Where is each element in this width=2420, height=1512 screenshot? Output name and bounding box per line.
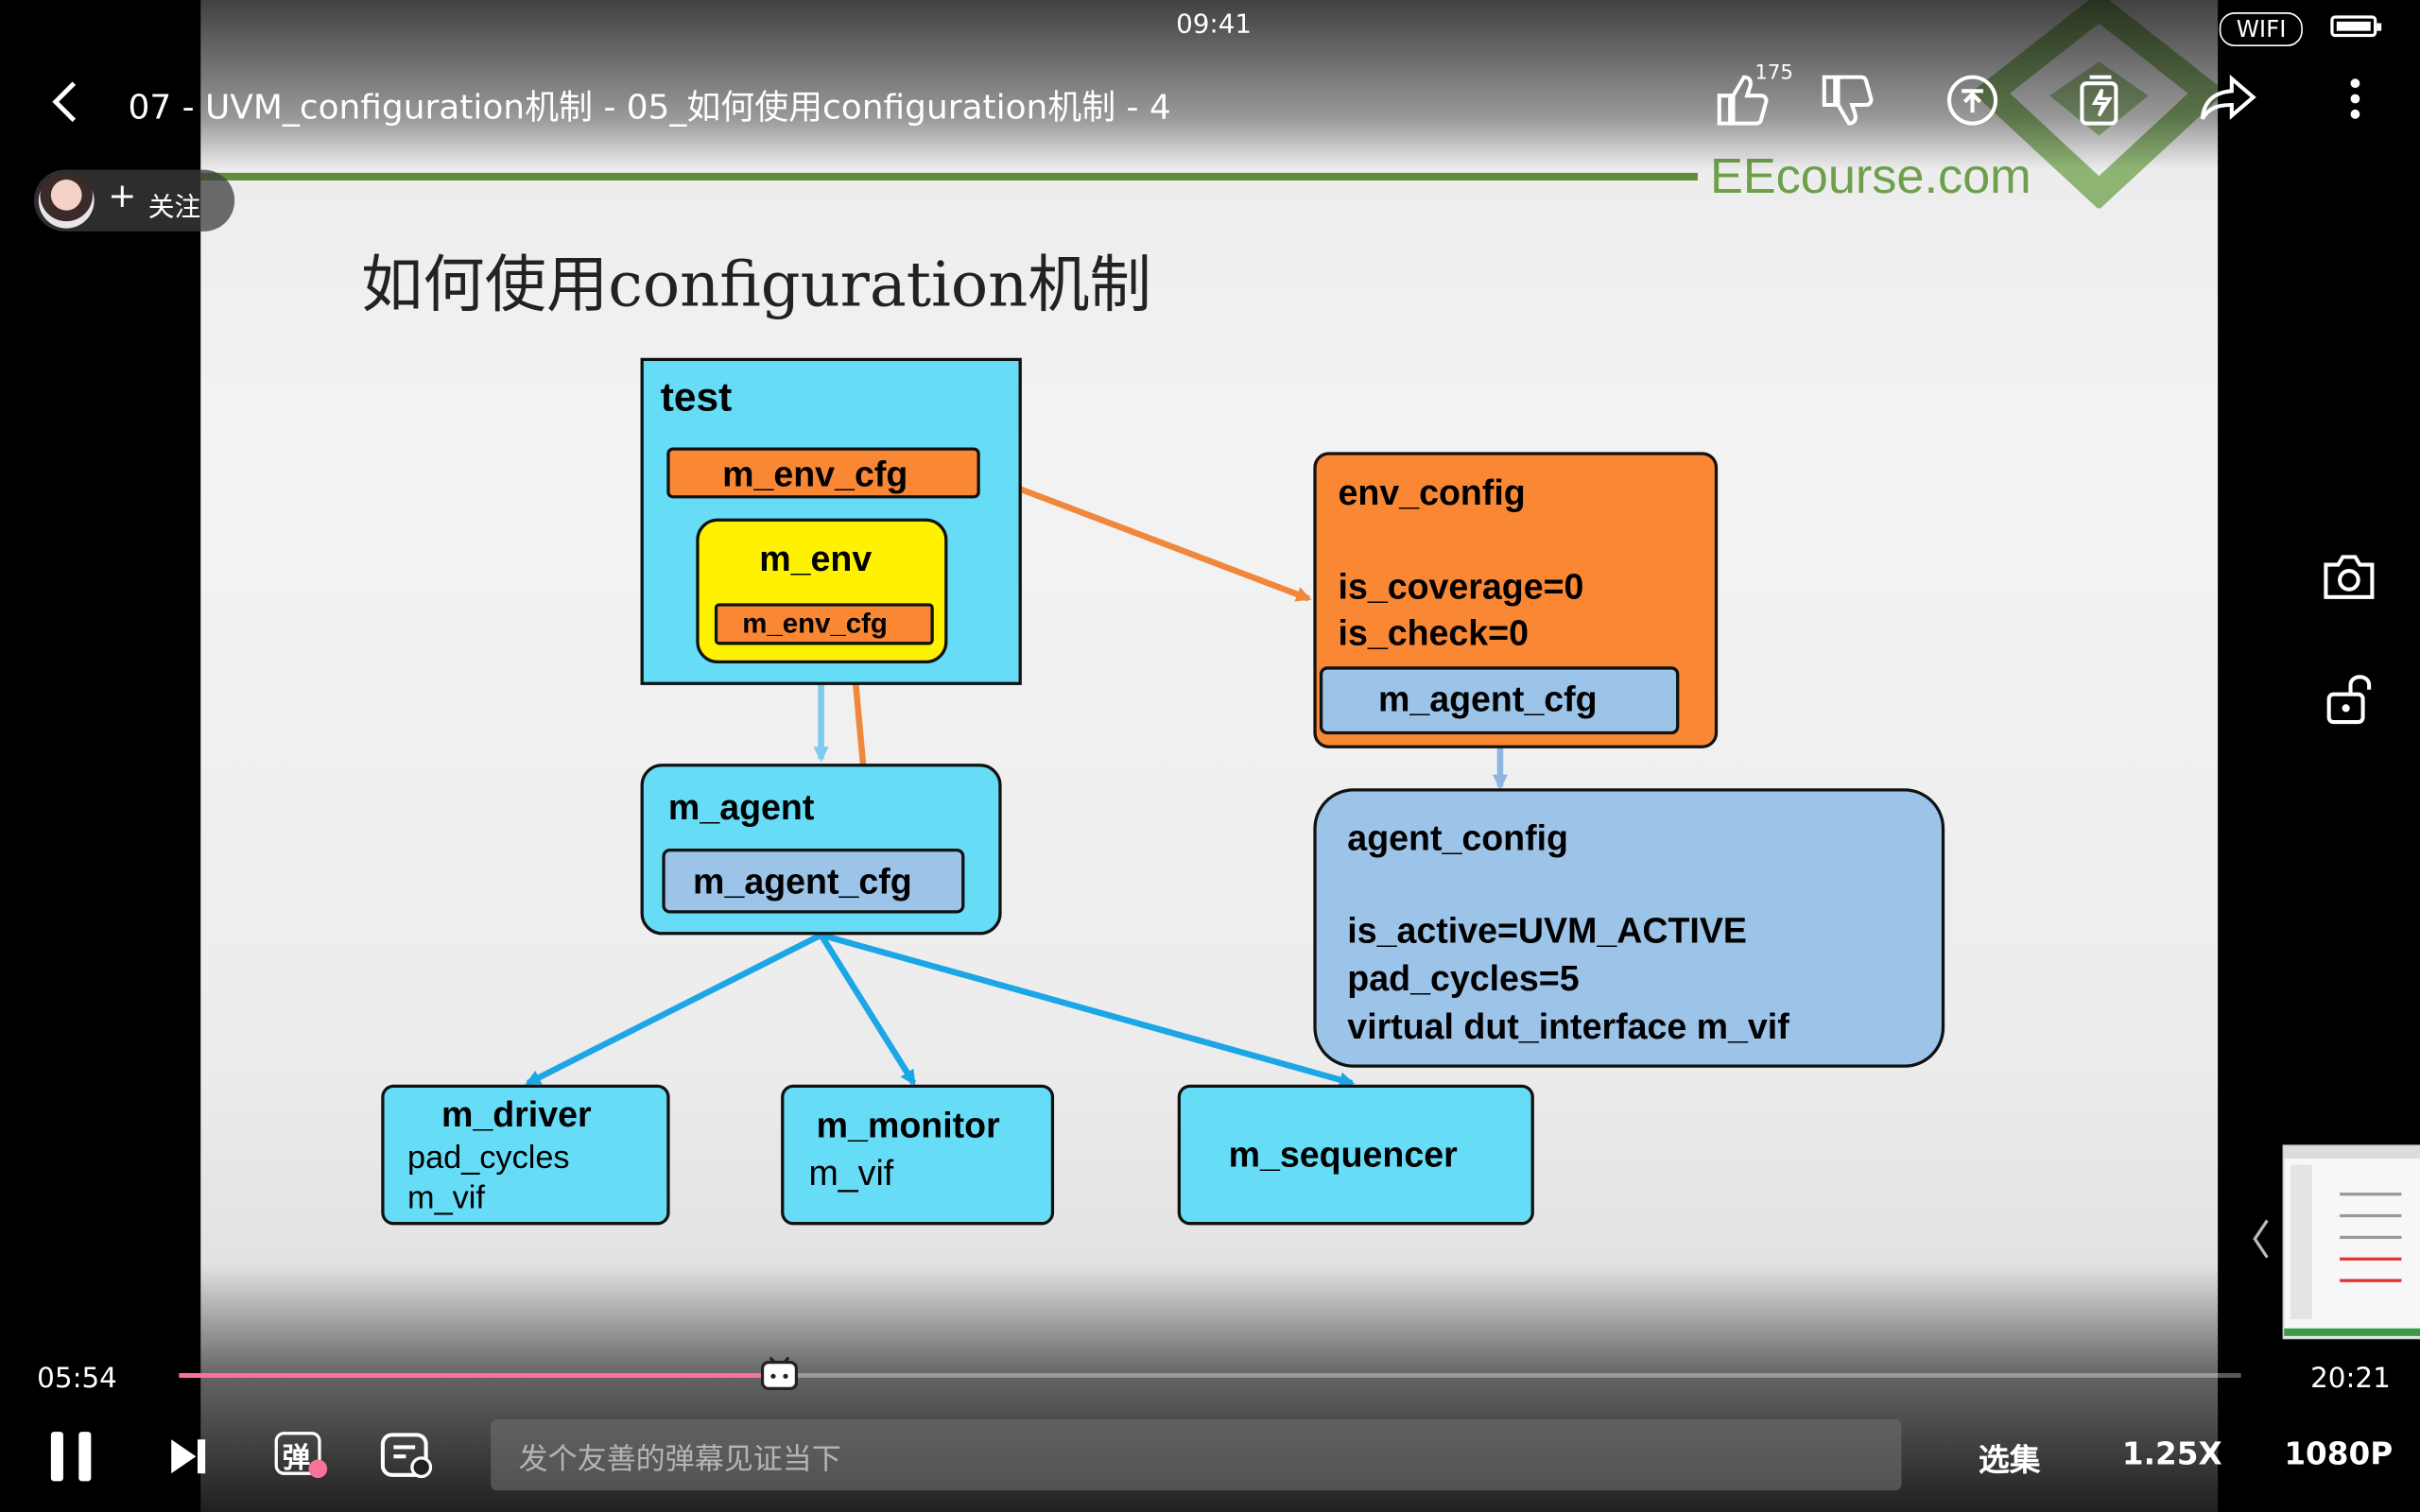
pause-icon[interactable] xyxy=(46,1429,95,1485)
agent-config-line2: pad_cycles=5 xyxy=(1347,957,1580,999)
agent-config-line3: virtual dut_interface m_vif xyxy=(1347,1005,1789,1046)
arrow-agent-to-driver xyxy=(525,932,823,1087)
coin-icon[interactable] xyxy=(1945,73,2000,129)
speed-button[interactable]: 1.25X xyxy=(2121,1435,2222,1472)
like-icon[interactable] xyxy=(1713,71,1772,129)
follow-pill[interactable]: + 关注 xyxy=(33,169,235,232)
driver-line2: m_vif xyxy=(407,1179,485,1216)
driver-line1: pad_cycles xyxy=(407,1140,570,1177)
arrow-env-cfg-to-env-config xyxy=(974,469,1312,602)
danmaku-settings-icon[interactable] xyxy=(380,1429,436,1482)
agent-config-line1: is_active=UVM_ACTIVE xyxy=(1347,910,1747,951)
follow-plus-icon: + xyxy=(108,177,137,216)
progress-track[interactable] xyxy=(179,1356,2241,1391)
agent-cfg-label: m_agent_cfg xyxy=(693,861,912,902)
top-overlay xyxy=(0,0,2420,170)
dislike-icon[interactable] xyxy=(1818,71,1876,129)
next-icon[interactable] xyxy=(166,1435,210,1478)
env-config-sub-label: m_agent_cfg xyxy=(1377,679,1598,719)
env-config-line2: is_check=0 xyxy=(1338,612,1530,653)
env-cfg-label: m_env_cfg xyxy=(742,608,888,639)
agent-cfg-box xyxy=(662,848,965,914)
sequencer-box xyxy=(1177,1084,1534,1226)
test-env-cfg-label: m_env_cfg xyxy=(722,453,908,494)
monitor-title: m_monitor xyxy=(816,1104,1000,1145)
danmaku-input-placeholder: 发个友善的弹幕见证当下 xyxy=(518,1442,841,1477)
monitor-box xyxy=(781,1084,1055,1226)
status-time: 09:41 xyxy=(1176,9,1253,41)
episodes-button[interactable]: 选集 xyxy=(1979,1440,2041,1479)
like-count: 175 xyxy=(1754,61,1793,85)
favorite-icon[interactable] xyxy=(2074,71,2127,129)
driver-title: m_driver xyxy=(441,1093,592,1134)
test-label: test xyxy=(660,373,733,421)
env-config-title: env_config xyxy=(1338,472,1526,513)
expand-icon[interactable] xyxy=(2250,1216,2272,1263)
env-config-line1: is_coverage=0 xyxy=(1338,566,1584,607)
back-icon[interactable] xyxy=(43,77,87,127)
preview-thumbnail[interactable] xyxy=(2282,1144,2420,1340)
slide-header-rule xyxy=(200,172,1698,181)
danmaku-toggle-label: 弹 xyxy=(282,1442,311,1475)
danmaku-input[interactable]: 发个友善的弹幕见证当下 xyxy=(491,1419,1902,1491)
env-cfg-box xyxy=(714,603,934,645)
progress-thumb-icon[interactable] xyxy=(760,1356,799,1391)
lock-icon[interactable] xyxy=(2325,671,2377,727)
agent-label: m_agent xyxy=(667,786,815,828)
camera-icon[interactable] xyxy=(2322,552,2377,601)
total-time: 20:21 xyxy=(2310,1362,2391,1395)
slide-heading: 如何使用configuration机制 xyxy=(361,249,1151,321)
agent-config-title: agent_config xyxy=(1347,817,1568,858)
avatar[interactable] xyxy=(38,172,95,229)
sequencer-title: m_sequencer xyxy=(1228,1133,1458,1175)
test-env-cfg-box xyxy=(666,447,980,499)
quality-button[interactable]: 1080P xyxy=(2284,1435,2394,1472)
agent-config-box xyxy=(1313,788,1945,1068)
monitor-line1: m_vif xyxy=(808,1152,894,1194)
battery-icon xyxy=(2330,15,2382,38)
driver-box xyxy=(381,1084,670,1226)
share-icon[interactable] xyxy=(2198,73,2259,126)
env-config-sub-box xyxy=(1319,666,1680,735)
progress-fill xyxy=(179,1373,780,1378)
more-icon[interactable] xyxy=(2340,77,2371,124)
arrow-agent-to-sequencer xyxy=(820,932,1356,1088)
video-frame[interactable]: EEcourse.com 如何使用configuration机制 test m_… xyxy=(200,0,2219,1512)
danmaku-icon[interactable]: 弹 xyxy=(274,1426,331,1482)
arrow-agent-to-monitor xyxy=(818,933,917,1086)
video-title: 07 - UVM_configuration机制 - 05_如何使用config… xyxy=(128,89,1171,129)
env-label: m_env xyxy=(759,538,873,579)
follow-label: 关注 xyxy=(147,193,201,224)
current-time: 05:54 xyxy=(37,1362,117,1395)
wifi-indicator: WIFI xyxy=(2219,12,2304,46)
